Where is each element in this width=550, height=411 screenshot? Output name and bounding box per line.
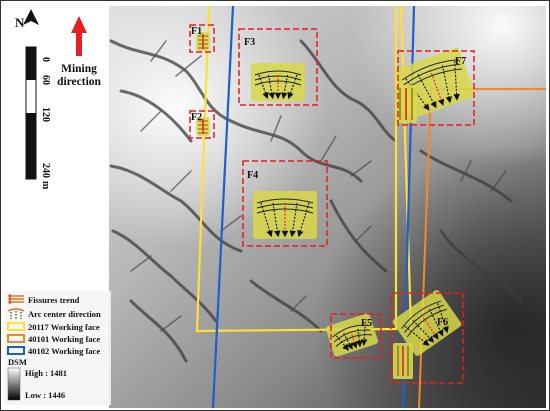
legend: Fissures trend Arc center direction 2011… [5,291,111,405]
zone-label-f6: F6 [437,317,448,328]
zone-label-f2: F2 [191,112,202,123]
legend-40102-swatch [7,346,25,355]
zone-box [390,292,464,384]
zone-box [242,160,328,247]
north-arrow-icon: N [15,9,39,30]
dsm-color-ramp [7,367,21,401]
zone-label-f1: F1 [191,26,202,37]
legend-dsm-low: Low : 1446 [25,390,65,400]
mining-direction-arrow-icon: Mining direction [57,16,102,88]
zone-label-f7: F7 [455,56,466,67]
legend-40102-label: 40102 Working face [28,346,100,356]
zone-f4: F4 [242,160,328,247]
legend-40101-label: 40101 Working face [28,334,100,344]
zone-label-f4: F4 [247,170,258,181]
zone-f5: F5 [325,313,382,359]
north-label: N [15,15,25,30]
fissure-patch [325,313,379,357]
zone-box [189,24,215,53]
scale-tick-60: 60 [40,75,51,85]
legend-20117-label: 20117 Working face [28,322,100,332]
scale-tick-120: 120 [40,107,51,122]
zone-box [238,28,318,106]
legend-dsm-title: DSM [8,357,27,367]
zone-label-f5: F5 [361,318,372,329]
working-face-20117 [195,5,413,333]
fissure-patch [196,117,210,136]
scale-bar: 0 60 120 240 m [25,46,51,190]
fissure-patch-secondary [393,343,413,379]
fissures-trend-icon [8,294,24,304]
legend-fissures-label: Fissures trend [28,295,80,305]
zone-f1: F1 [189,24,215,53]
legend-dsm-high: High : 1481 [25,368,67,378]
zone-f3: F3 [238,28,318,106]
zone-f7: F7 [395,47,475,126]
zone-label-f3: F3 [244,37,255,48]
scale-unit: m [40,181,51,190]
zone-box [189,110,215,139]
zone-f2: F2 [189,110,215,139]
legend-40101-swatch [7,334,25,343]
arc-center-direction-icon [7,308,25,319]
zone-box [397,50,475,126]
fissure-patch [253,191,317,239]
legend-arc-label: Arc center direction [28,309,101,319]
legend-20117-swatch [7,322,25,331]
fissure-patch-secondary [395,85,417,123]
zone-f6: F6 [390,290,464,384]
fissure-patch [392,290,462,356]
zone-box [330,313,382,359]
mining-label-line1: Mining [61,63,97,75]
scale-tick-240: 240 [40,163,51,178]
mining-label-line2: direction [57,76,101,88]
fissure-patch [251,63,305,101]
scale-tick-0: 0 [40,57,51,62]
fissure-patch [196,32,210,51]
